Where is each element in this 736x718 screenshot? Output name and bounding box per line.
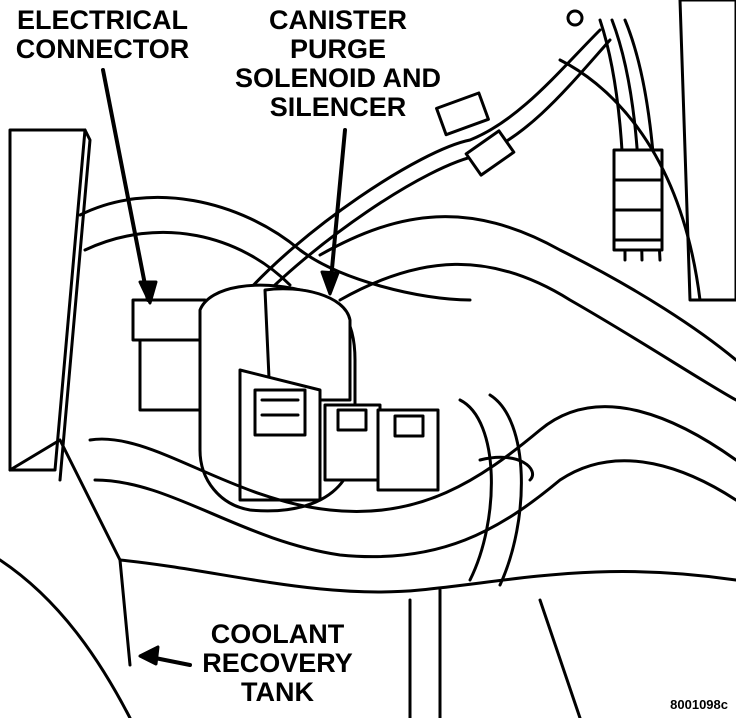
coolant-tank-outline xyxy=(8,128,87,472)
label-coolant-line-1: COOLANT xyxy=(210,619,345,649)
clamp-hose-b xyxy=(488,393,523,587)
upper-hose-left xyxy=(78,196,472,302)
wire-sleeve xyxy=(612,148,664,252)
lower-hose-b xyxy=(93,459,736,559)
bottom-curve xyxy=(0,558,132,718)
label-electrical-line-1: ELECTRICAL xyxy=(17,5,188,35)
label-canister-line-2: PURGE xyxy=(289,34,387,64)
lower-hose-c xyxy=(118,558,736,594)
vacuum-fitting xyxy=(435,91,490,137)
right-panel-edge xyxy=(558,58,702,302)
lower-bracket xyxy=(408,588,442,718)
figure-id: 8001098c xyxy=(670,697,728,712)
label-electrical-line-2: CONNECTOR xyxy=(15,34,190,64)
arrowhead-coolant xyxy=(138,645,160,666)
label-canister-purge-solenoid: CANISTER PURGE SOLENOID AND SILENCER xyxy=(228,6,448,122)
electrical-connector xyxy=(131,298,207,342)
hose-clamp xyxy=(478,455,534,482)
clamp-hose xyxy=(458,398,493,582)
leader-canister xyxy=(328,128,347,292)
arrowhead-electrical xyxy=(138,280,158,305)
label-canister-line-3: SOLENOID AND xyxy=(234,63,441,93)
label-electrical-connector: ELECTRICAL CONNECTOR xyxy=(0,6,205,64)
upper-hose-right-b xyxy=(338,262,736,402)
vacuum-fitting-2 xyxy=(464,129,516,177)
leader-electrical xyxy=(101,68,150,302)
coolant-tank-lower-edge xyxy=(8,438,132,667)
solenoid-terminal xyxy=(253,388,307,437)
label-coolant-recovery-tank: COOLANT RECOVERY TANK xyxy=(190,620,365,707)
connector-base xyxy=(138,338,212,412)
lower-component xyxy=(538,598,582,718)
vacuum-tee xyxy=(566,9,584,27)
label-coolant-line-2: RECOVERY xyxy=(202,648,353,678)
upper-hose-right xyxy=(318,215,736,362)
label-canister-line-4: SILENCER xyxy=(269,92,407,122)
coolant-tank-edge xyxy=(58,128,92,482)
label-coolant-line-3: TANK xyxy=(241,677,314,707)
lower-hose-a xyxy=(88,405,736,513)
hose-connector-b-top xyxy=(393,414,425,438)
arrowhead-canister xyxy=(320,270,340,296)
solenoid-cap xyxy=(263,287,352,402)
hose-connector-a-top xyxy=(336,408,368,432)
vacuum-line-a xyxy=(238,28,602,302)
right-panel xyxy=(678,0,736,302)
label-canister-line-1: CANISTER xyxy=(268,5,407,35)
